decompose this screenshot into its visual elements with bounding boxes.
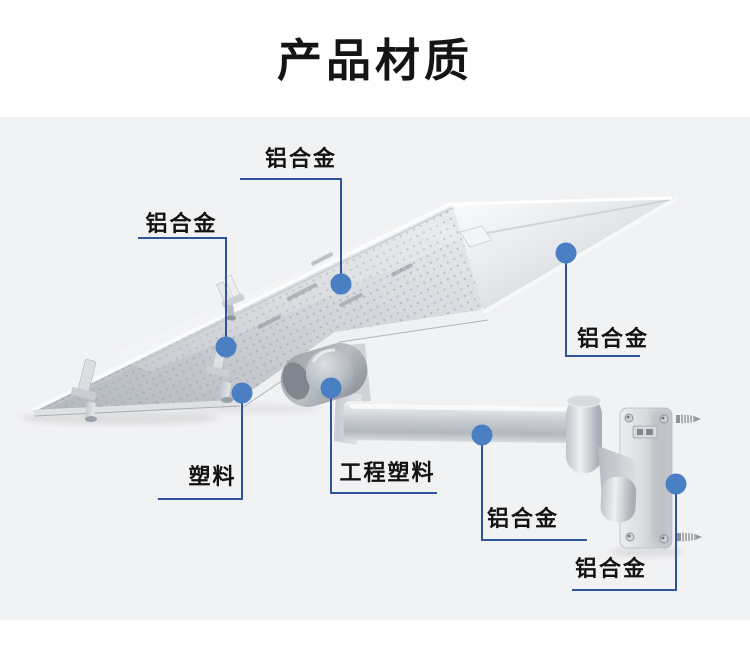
dot-aluminum-left <box>215 336 237 358</box>
plate-logo <box>632 425 658 439</box>
tray-back-lip-shade <box>35 207 453 415</box>
perforated-tray <box>32 196 679 417</box>
tray-right-edge-band <box>238 312 488 407</box>
mounting-screw-top <box>676 414 701 424</box>
label-aluminum-left: 铝合金 <box>145 211 218 236</box>
leader-aluminum-right <box>565 253 640 357</box>
dot-eng-plastic <box>320 377 342 399</box>
support-arm <box>343 401 590 444</box>
leader-aluminum-top <box>240 178 342 284</box>
leader-aluminum-plate <box>572 484 677 591</box>
tray-right-edge-line <box>242 319 489 408</box>
dot-plastic <box>231 382 253 404</box>
label-eng-plastic: 工程塑料 <box>339 460 436 485</box>
label-aluminum-top: 铝合金 <box>264 146 337 171</box>
tray-front-edge <box>33 400 240 417</box>
callout-lines <box>138 178 677 591</box>
label-aluminum-arm: 铝合金 <box>486 506 559 531</box>
front-screw-right <box>219 381 233 403</box>
left-edge-clip-screw <box>226 304 236 321</box>
elbow-hinge <box>566 394 602 473</box>
flange-top-highlight <box>454 196 673 206</box>
callout-dots <box>215 242 687 495</box>
flange-seam <box>469 199 671 237</box>
dot-aluminum-arm <box>471 424 493 446</box>
dot-aluminum-right <box>555 242 577 264</box>
leader-aluminum-left <box>138 237 227 347</box>
dot-aluminum-plate <box>665 473 687 495</box>
mounting-screw-bottom <box>677 532 702 542</box>
label-aluminum-plate: 铝合金 <box>574 556 647 581</box>
left-edge-clip <box>216 274 245 308</box>
page-title: 产品材质 <box>276 35 473 86</box>
plate-screw-holes <box>624 413 669 544</box>
leader-plastic <box>158 393 243 500</box>
tray-back-lip <box>32 201 453 412</box>
ball-joint <box>280 343 368 407</box>
flange-inner-highlight <box>482 196 679 314</box>
front-stopper-clip-left <box>70 359 97 401</box>
front-screw-left <box>85 401 97 422</box>
back-tab <box>459 225 493 248</box>
dot-aluminum-top <box>330 273 352 295</box>
leader-aluminum-arm <box>481 435 587 541</box>
wall-bracket <box>598 446 637 523</box>
label-aluminum-right: 铝合金 <box>576 326 649 351</box>
tray-sheen <box>110 212 465 372</box>
laptop-wall-mount <box>20 196 702 557</box>
tray-front-edge-line <box>34 405 241 417</box>
leader-eng-plastic <box>330 388 437 494</box>
tray-slots <box>257 252 413 329</box>
label-plastic: 塑料 <box>188 464 237 489</box>
tray-perforation <box>33 203 522 410</box>
